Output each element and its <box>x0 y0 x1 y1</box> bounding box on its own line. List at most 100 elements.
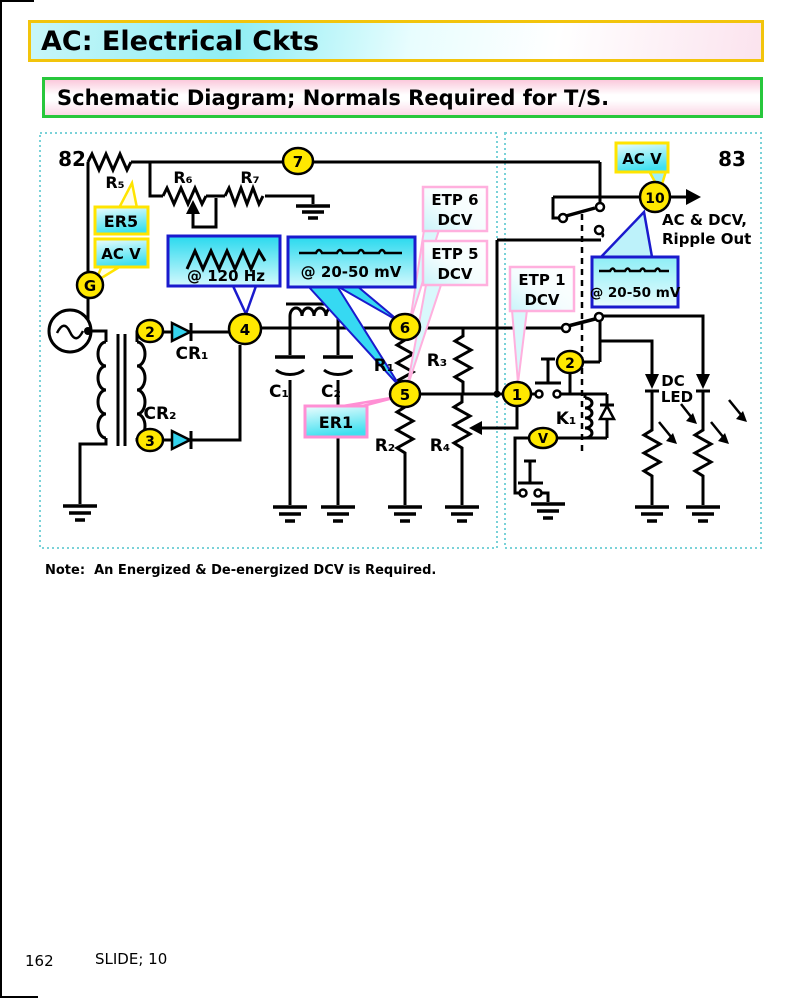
wave2050-right-label: @ 20-50 mV <box>590 285 681 301</box>
resistor-r3 <box>451 328 475 394</box>
pb2-contact-left <box>518 488 528 498</box>
label-r2: R₂ <box>375 436 396 456</box>
acv-left-label: AC V <box>101 245 141 263</box>
r6-wiper-arrow <box>186 200 200 214</box>
page-edge-bottom <box>0 996 38 998</box>
node-4 <box>227 312 263 346</box>
node-6 <box>388 312 422 342</box>
node-v-label: V <box>538 432 548 447</box>
panel-83-label: 83 <box>718 147 746 171</box>
wave2050-right-pointer <box>598 209 654 259</box>
label-r7: R₇ <box>240 168 259 187</box>
node-2-label: 2 <box>145 325 155 341</box>
node-circles: 7 G 2 3 4 6 5 10 1 2 V <box>75 146 672 453</box>
primary-coil <box>96 340 107 440</box>
switch1-upper-contact <box>594 201 606 213</box>
callout-acv-left: AC V <box>93 237 150 269</box>
pb1-actuator <box>535 357 561 385</box>
pushbutton-2 <box>518 459 543 498</box>
wire-v-to-pb2 <box>513 436 529 495</box>
ground-c2 <box>321 505 355 523</box>
ground-r2 <box>388 505 422 523</box>
label-r3: R₃ <box>427 351 448 371</box>
etp1-line1: ETP 1 <box>518 271 565 289</box>
switch2-pivot-contact <box>560 322 572 334</box>
node-5 <box>388 379 422 409</box>
node-2 <box>135 318 165 344</box>
switch2-upper-contact <box>593 311 605 323</box>
node-10 <box>638 180 672 214</box>
switch2-blade <box>567 317 596 328</box>
callout-etp1: ETP 1 DCV <box>508 265 576 313</box>
label-r4: R₄ <box>430 436 451 456</box>
wave120-pointer <box>231 284 258 318</box>
node-3-label: 3 <box>145 434 155 450</box>
transformer <box>78 329 172 504</box>
wave120-label: @ 120 Hz <box>187 267 265 285</box>
node-g <box>75 270 105 300</box>
label-led: LED <box>661 388 693 406</box>
label-r6: R₆ <box>173 168 192 187</box>
callout-er5: ER5 <box>93 205 150 236</box>
label-r1: R₁ <box>374 356 395 376</box>
sine-icon <box>55 324 85 340</box>
ripple-waveform-icon-right <box>599 267 669 273</box>
wire-r4-wiper <box>478 402 519 430</box>
label-out-line1: AC & DCV, <box>662 211 747 229</box>
waveform-box-120hz: @ 120 Hz <box>166 234 282 288</box>
etp1-pointer <box>510 309 529 384</box>
slide-number: SLIDE; 10 <box>95 950 168 968</box>
ground-r7 <box>296 204 330 220</box>
resistor-r5 <box>86 150 133 174</box>
resistor-r4 <box>450 394 474 505</box>
wire-pivot-drop <box>551 197 559 220</box>
page-number: 162 <box>25 952 54 970</box>
led-left-icon <box>645 374 659 389</box>
filter-section <box>261 302 391 505</box>
led-left-resistor <box>640 391 664 505</box>
switch1-blade <box>565 206 596 218</box>
wire-r6-branch <box>148 162 163 198</box>
pb1-contact-left <box>534 389 544 399</box>
callout-etp6: ETP 6 DCV <box>421 185 489 233</box>
wire-led-left-feed <box>600 339 654 374</box>
page-title: AC: Electrical Ckts <box>41 25 320 57</box>
wire-led-right-feed <box>603 314 705 374</box>
node-1-label: 1 <box>512 386 522 404</box>
r4-wiper-arrow <box>469 421 482 435</box>
ground-led-right <box>686 505 720 523</box>
node-2b-label: 2 <box>565 356 575 372</box>
led-right-resistor <box>691 391 715 505</box>
wire-r7-gnd <box>265 194 315 204</box>
node-2b <box>555 349 585 375</box>
node-3 <box>135 427 165 453</box>
divider-section <box>393 328 519 505</box>
etp1-line2: DCV <box>524 291 559 309</box>
ground-relay <box>531 502 565 520</box>
callout-acv-right: AC V <box>614 141 670 174</box>
node-g-label: G <box>84 277 96 295</box>
switch1-pivot-contact <box>557 212 569 224</box>
grounds-panel83 <box>531 502 720 523</box>
etp6-line2: DCV <box>437 211 472 229</box>
led-right-icon <box>696 374 710 389</box>
er5-label: ER5 <box>104 212 138 231</box>
diode-cr2-icon <box>170 428 193 452</box>
label-r5: R₅ <box>105 173 124 192</box>
led-emission-arrows <box>658 399 743 439</box>
panel-82-border <box>39 132 498 549</box>
wires-panel83 <box>420 162 705 502</box>
switch1-hook-contact <box>593 224 605 236</box>
k1-coil <box>584 396 594 440</box>
resistor-r2 <box>393 405 417 505</box>
label-cr2: CR₂ <box>143 404 176 424</box>
wires-panel82 <box>86 150 600 331</box>
waveform-box-2050-left: @ 20-50 mV <box>286 235 417 289</box>
node-5-label: 5 <box>400 386 410 404</box>
etp6-line1: ETP 6 <box>431 191 478 209</box>
title-bar: AC: Electrical Ckts <box>28 20 764 62</box>
page-edge-left <box>0 0 2 998</box>
etp5-line2: DCV <box>437 265 472 283</box>
